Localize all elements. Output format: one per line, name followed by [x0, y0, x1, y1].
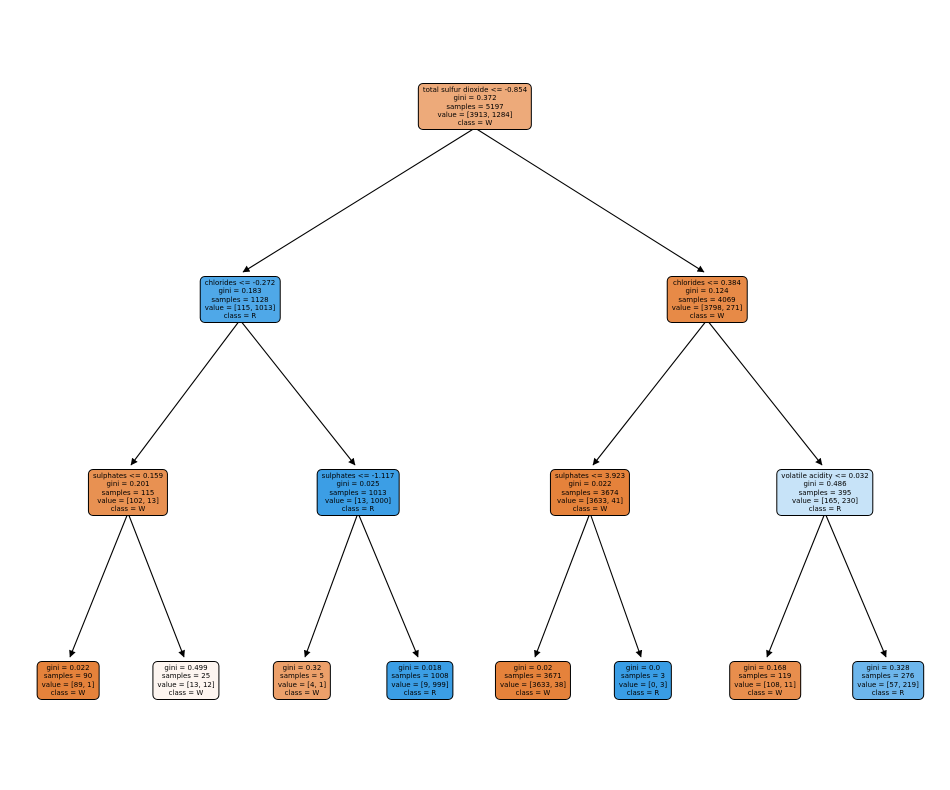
node-class: class = W	[50, 688, 86, 697]
edge-r-rr	[706, 319, 823, 466]
node-class: class = R	[341, 505, 375, 514]
node-class: class = W	[110, 505, 146, 514]
node-samples: samples = 90	[43, 672, 93, 681]
node-gini: gini = 0.022	[568, 480, 612, 489]
node-value: value = [3633, 38]	[499, 680, 567, 689]
node-samples: samples = 1008	[391, 672, 449, 681]
edge-rl-leaf5	[534, 512, 591, 658]
tree-node-chlorides-right: chlorides <= 0.384 gini = 0.124 samples …	[666, 276, 748, 324]
node-samples: samples = 115	[101, 488, 155, 497]
node-class: class = W	[572, 505, 608, 514]
node-condition: sulphates <= 3.923	[554, 472, 626, 480]
node-value: value = [115, 1013]	[204, 303, 276, 312]
node-gini: gini = 0.124	[685, 287, 729, 296]
edge-l-lr	[239, 319, 356, 466]
node-samples: samples = 3	[621, 672, 665, 681]
edge-lr-leaf4	[357, 512, 419, 658]
node-condition: sulphates <= 0.159	[92, 472, 164, 480]
edge-root-left	[242, 127, 476, 273]
edge-rl-leaf6	[589, 512, 643, 658]
tree-node-sulphates-rl: sulphates <= 3.923 gini = 0.022 samples …	[549, 469, 631, 517]
node-value: value = [3633, 41]	[556, 496, 624, 505]
node-condition: total sulfur dioxide <= -0.854	[422, 86, 528, 94]
node-gini: gini = 0.32	[282, 664, 322, 672]
node-value: value = [89, 1]	[41, 680, 95, 689]
node-gini: gini = 0.018	[398, 664, 442, 672]
node-value: value = [13, 1000]	[324, 496, 392, 505]
tree-leaf-1: gini = 0.022 samples = 90 value = [89, 1…	[36, 661, 100, 701]
node-samples: samples = 25	[161, 672, 211, 681]
tree-leaf-6: gini = 0.0 samples = 3 value = [0, 3] cl…	[613, 661, 673, 701]
node-value: value = [102, 13]	[97, 496, 159, 505]
tree-node-chlorides-left: chlorides <= -0.272 gini = 0.183 samples…	[199, 276, 281, 324]
node-gini: gini = 0.168	[743, 664, 787, 672]
edge-root-right	[474, 127, 705, 273]
node-samples: samples = 3671	[504, 672, 562, 681]
node-gini: gini = 0.025	[336, 480, 380, 489]
node-class: class = W	[689, 312, 725, 321]
node-class: class = W	[168, 688, 204, 697]
tree-leaf-3: gini = 0.32 samples = 5 value = [4, 1] c…	[272, 661, 332, 701]
tree-node-sulphates-ll: sulphates <= 0.159 gini = 0.201 samples …	[87, 469, 169, 517]
node-class: class = W	[515, 688, 551, 697]
node-value: value = [0, 3]	[618, 680, 668, 689]
node-samples: samples = 395	[798, 488, 852, 497]
node-class: class = R	[223, 312, 257, 321]
node-value: value = [13, 12]	[157, 680, 215, 689]
node-gini: gini = 0.372	[453, 94, 497, 103]
node-condition: chlorides <= -0.272	[204, 279, 276, 287]
edge-r-rl	[592, 319, 708, 466]
edge-lr-leaf3	[303, 512, 359, 658]
tree-node-sulphates-lr: sulphates <= -1.117 gini = 0.025 samples…	[316, 469, 400, 517]
node-value: value = [4, 1]	[277, 680, 327, 689]
node-class: class = R	[871, 688, 905, 697]
node-gini: gini = 0.486	[803, 480, 847, 489]
tree-node-root: total sulfur dioxide <= -0.854 gini = 0.…	[417, 83, 533, 131]
node-samples: samples = 3674	[561, 488, 619, 497]
node-samples: samples = 119	[738, 672, 792, 681]
node-value: value = [3913, 1284]	[437, 110, 513, 119]
node-samples: samples = 4069	[678, 295, 736, 304]
node-samples: samples = 1013	[329, 488, 387, 497]
node-value: value = [3798, 271]	[671, 303, 743, 312]
tree-leaf-8: gini = 0.328 samples = 276 value = [57, …	[852, 661, 924, 701]
node-samples: samples = 1128	[211, 295, 269, 304]
node-condition: sulphates <= -1.117	[321, 472, 395, 480]
node-gini: gini = 0.201	[106, 480, 150, 489]
edge-l-ll	[130, 319, 241, 466]
tree-leaf-5: gini = 0.02 samples = 3671 value = [3633…	[494, 661, 572, 701]
node-class: class = W	[457, 119, 493, 128]
node-samples: samples = 5197	[446, 102, 504, 111]
node-class: class = W	[284, 688, 320, 697]
node-gini: gini = 0.328	[866, 664, 910, 672]
node-class: class = R	[808, 505, 842, 514]
edge-rr-leaf7	[766, 512, 826, 658]
node-condition: chlorides <= 0.384	[673, 279, 741, 287]
node-samples: samples = 5	[280, 672, 324, 681]
node-gini: gini = 0.0	[625, 664, 661, 672]
node-class: class = W	[747, 688, 783, 697]
node-value: value = [57, 219]	[857, 680, 919, 689]
node-class: class = R	[626, 688, 660, 697]
node-value: value = [108, 11]	[734, 680, 796, 689]
edge-ll-leaf1	[69, 512, 129, 658]
edge-rr-leaf8	[824, 512, 887, 658]
tree-leaf-2: gini = 0.499 samples = 25 value = [13, 1…	[152, 661, 220, 701]
node-value: value = [165, 230]	[791, 496, 859, 505]
node-class: class = R	[403, 688, 437, 697]
node-gini: gini = 0.02	[513, 664, 553, 672]
node-gini: gini = 0.499	[164, 664, 208, 672]
node-samples: samples = 276	[861, 672, 915, 681]
node-gini: gini = 0.183	[218, 287, 262, 296]
tree-leaf-4: gini = 0.018 samples = 1008 value = [9, …	[386, 661, 454, 701]
node-value: value = [9, 999]	[391, 680, 449, 689]
tree-leaf-7: gini = 0.168 samples = 119 value = [108,…	[729, 661, 801, 701]
edge-ll-leaf2	[127, 512, 185, 658]
node-gini: gini = 0.022	[46, 664, 90, 672]
tree-node-volatile-acidity-rr: volatile acidity <= 0.032 gini = 0.486 s…	[776, 469, 874, 517]
node-condition: volatile acidity <= 0.032	[781, 472, 869, 480]
